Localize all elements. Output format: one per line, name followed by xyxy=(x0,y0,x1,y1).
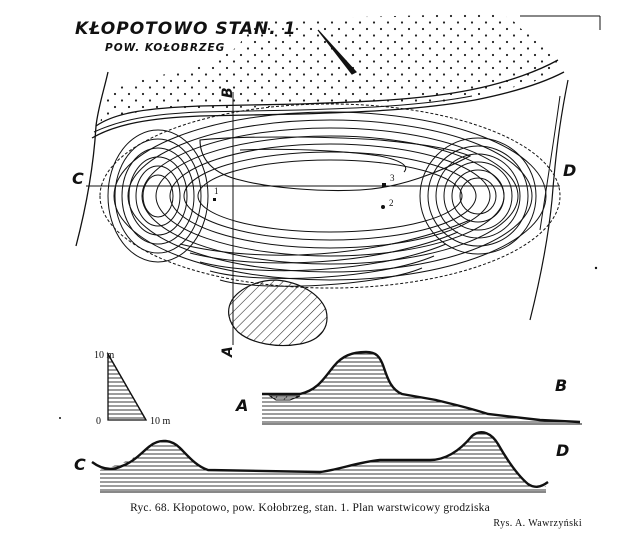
contour-line xyxy=(121,147,195,245)
plan-title: KŁOPOTOWO STAN. 1 xyxy=(75,19,296,39)
profile-cd: C D xyxy=(74,431,569,493)
survey-point-label-1: 1 xyxy=(214,186,219,196)
contour-line xyxy=(209,255,435,279)
contour-line xyxy=(427,145,529,247)
profile-cd-end-label: D xyxy=(556,441,569,460)
contour-line xyxy=(451,169,505,223)
profile-ab-end-label: B xyxy=(555,376,567,395)
dotted-terrain xyxy=(100,12,560,127)
survey-point-marker-1 xyxy=(213,198,216,201)
contour-line xyxy=(107,129,209,263)
contour-line xyxy=(219,267,423,287)
section-mark-d: D xyxy=(563,161,576,180)
contour-lines xyxy=(99,103,561,289)
contour-line xyxy=(197,159,463,233)
scale-horizontal-label: 10 m xyxy=(150,416,171,427)
north-arrow-icon xyxy=(317,29,357,75)
profile-cd-start-label: C xyxy=(74,455,86,474)
profile-ab-hatch-pit xyxy=(268,395,301,401)
contour-line xyxy=(142,174,174,218)
figure-credit: Rys. A. Wawrzyński xyxy=(493,518,582,529)
plateau-outline xyxy=(199,136,472,192)
contour-line xyxy=(419,137,537,255)
profile-ab-line xyxy=(262,350,581,424)
section-mark-b: B xyxy=(220,87,236,98)
contour-line xyxy=(127,119,533,273)
stray-mark xyxy=(594,266,598,270)
contour-line xyxy=(128,156,188,236)
contour-line xyxy=(183,151,477,241)
section-mark-a: A xyxy=(220,346,236,358)
contour-line xyxy=(443,161,513,231)
contour-line xyxy=(135,165,181,227)
contour-line xyxy=(169,143,491,249)
survey-point-label-3: 3 xyxy=(390,173,395,183)
terrain-edge-lower xyxy=(91,71,565,139)
contour-line xyxy=(435,153,521,239)
survey-point-marker-3 xyxy=(382,183,386,187)
plateau-inner xyxy=(239,148,407,173)
profile-ab: A B xyxy=(234,350,582,425)
terrain-edge-upper xyxy=(95,59,559,127)
scale-triangle-edge xyxy=(107,353,147,421)
right-bank-2 xyxy=(539,95,561,231)
terrain-edge-third xyxy=(93,95,473,133)
profile-cd-line xyxy=(91,431,549,488)
hatched-depression xyxy=(228,279,328,347)
contour-line xyxy=(113,111,547,281)
contour-line xyxy=(99,103,561,289)
survey-point-marker-2 xyxy=(381,205,385,209)
contour-line xyxy=(114,138,202,254)
contour-line xyxy=(199,243,447,272)
stray-mark xyxy=(59,417,61,419)
right-bank xyxy=(529,79,569,321)
left-stream xyxy=(75,71,109,247)
scale-origin-label: 0 xyxy=(96,416,101,427)
figure-caption: Ryc. 68. Kłopotowo, pow. Kołobrzeg, stan… xyxy=(130,502,490,514)
top-right-border xyxy=(520,15,601,30)
scale-vertical-label: 10 m xyxy=(94,350,115,361)
contour-line xyxy=(189,231,459,264)
plan-subtitle: POW. KOŁOBRZEG xyxy=(105,42,225,54)
profile-ab-start-label: A xyxy=(234,396,248,415)
contour-line xyxy=(459,177,497,215)
scale-bar: 10 m 0 10 m xyxy=(94,350,171,427)
contour-line xyxy=(179,219,471,256)
section-mark-c: C xyxy=(72,169,84,188)
survey-point-label-2: 2 xyxy=(389,198,394,208)
